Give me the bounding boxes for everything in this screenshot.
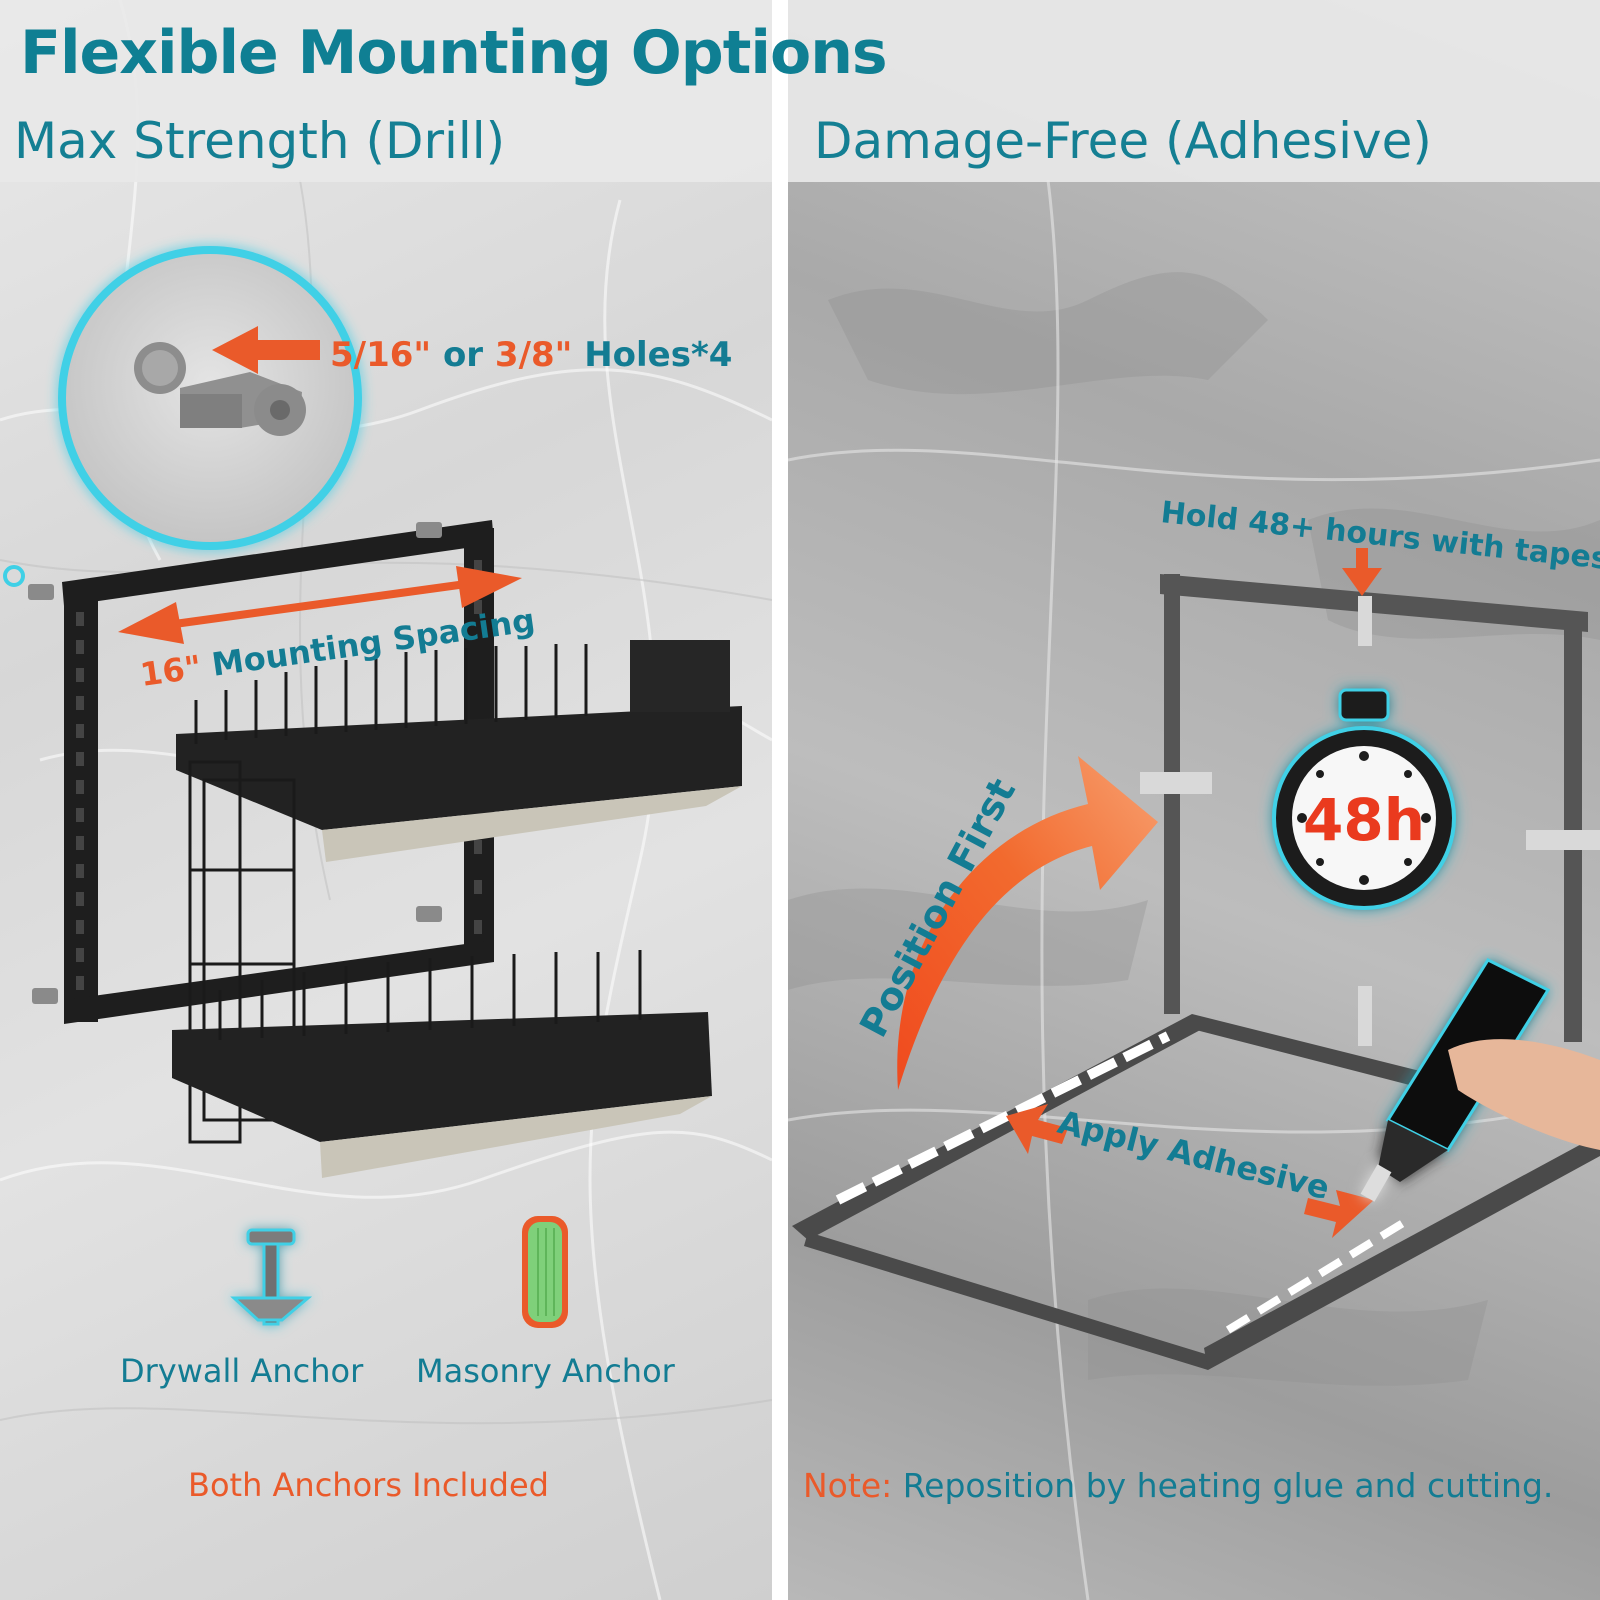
side-caddy bbox=[188, 760, 296, 1144]
drywall-anchor-label: Drywall Anchor bbox=[120, 1352, 364, 1390]
anchors-included-note: Both Anchors Included bbox=[188, 1466, 549, 1504]
drill-illustration: 5/16" or 3/8" Holes*4 16" Mounting Spaci… bbox=[3, 246, 742, 1328]
adhesive-arrow-left-icon bbox=[1006, 1104, 1068, 1154]
hold-callout: Hold 48+ hours with tapes bbox=[1159, 495, 1600, 577]
adhesive-arrow-right-icon bbox=[1304, 1190, 1374, 1238]
timer-label: 48h bbox=[1303, 786, 1425, 854]
drill-header-band bbox=[0, 0, 772, 182]
arrow-down-icon bbox=[1342, 548, 1382, 596]
upper-tier bbox=[176, 640, 742, 862]
note-prefix: Note: bbox=[803, 1466, 893, 1505]
timer-icon bbox=[1272, 688, 1456, 910]
anchor-plugs bbox=[28, 522, 442, 1004]
adhesive-illustration: 48h Hold 48+ hours with tapes Position F… bbox=[792, 495, 1600, 1370]
lower-tier bbox=[172, 950, 712, 1178]
drywall-anchor-icon bbox=[230, 1228, 313, 1326]
hand-icon bbox=[1448, 1039, 1600, 1150]
drill-heading: Max Strength (Drill) bbox=[14, 112, 506, 170]
adhesive-panel: Damage-Free (Adhesive) bbox=[788, 0, 1600, 1600]
arrow-left-icon bbox=[212, 326, 320, 374]
reposition-note: Note: Reposition by heating glue and cut… bbox=[803, 1466, 1553, 1505]
position-callout: Position First bbox=[851, 771, 1024, 1044]
adhesive-header-band bbox=[788, 0, 1600, 182]
hole-zoom-circle bbox=[58, 246, 362, 550]
panel-divider bbox=[772, 0, 788, 1600]
note-text: Reposition by heating glue and cutting. bbox=[892, 1466, 1554, 1505]
adhesive-heading: Damage-Free (Adhesive) bbox=[814, 112, 1432, 170]
frame-slots bbox=[76, 560, 482, 990]
adhesive-callout: Apply Adhesive bbox=[1054, 1103, 1333, 1207]
spacing-arrow-icon bbox=[118, 566, 522, 644]
masonry-anchor-icon bbox=[522, 1216, 568, 1328]
page-title: Flexible Mounting Options bbox=[20, 18, 888, 88]
position-arrow-icon bbox=[897, 756, 1158, 1090]
drill-panel: Max Strength (Drill) bbox=[0, 0, 772, 1600]
hole-marker bbox=[3, 565, 25, 587]
holes-callout: 5/16" or 3/8" Holes*4 bbox=[330, 335, 732, 375]
masonry-anchor-label: Masonry Anchor bbox=[416, 1352, 675, 1390]
adhesive-tapes bbox=[1140, 596, 1600, 1046]
